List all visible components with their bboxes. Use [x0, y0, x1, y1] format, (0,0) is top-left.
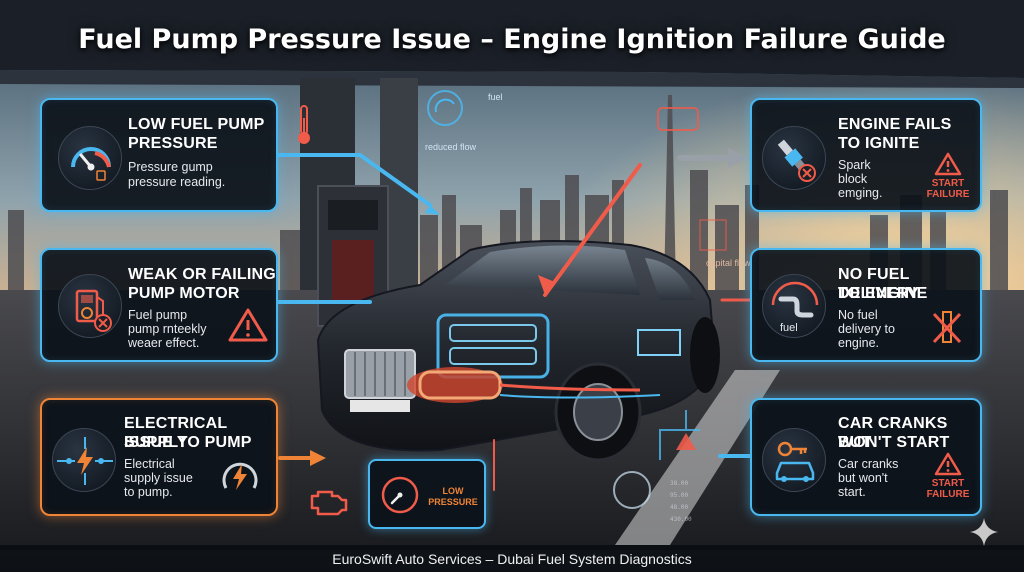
spark-plug-icon [777, 139, 816, 182]
card-desc-line-1: Fuel pump [128, 308, 188, 322]
fuel-line-icon [771, 281, 819, 318]
card-desc-line-3: to pump. [124, 485, 173, 499]
pressure-gauge-icon [381, 476, 419, 514]
card-desc-line-3: start. [838, 485, 866, 499]
start-failure-line-2: FAILURE [926, 489, 970, 500]
fuel-icon-label: fuel [780, 322, 798, 334]
fuel-gauge-tag: fuel [488, 92, 503, 102]
card-desc-line-2: pump rnteekly [128, 322, 207, 336]
lightning-icon [57, 437, 113, 485]
lightning-gauge-icon [222, 462, 258, 490]
key-car-icon-holder [762, 428, 826, 492]
warning-icon [934, 452, 962, 476]
reduced-flow-label: reduced flow [425, 142, 477, 152]
svg-text:48.00: 48.00 [670, 504, 688, 511]
warning-icon [934, 152, 962, 176]
card-title-line-2: ISSUE TO PUMP [124, 434, 252, 451]
card-title-line-2: TO ENGINE [838, 285, 928, 302]
card-desc-line-1: No fuel [838, 308, 878, 322]
check-engine-icon [310, 490, 348, 516]
card-title-line-2: PRESSURE [128, 135, 218, 152]
card-desc-line-2: pressure reading. [128, 175, 226, 189]
card-desc-line-1: Car cranks [838, 457, 899, 471]
svg-text:95.00: 95.00 [670, 492, 688, 499]
page-title: Fuel Pump Pressure Issue – Engine Igniti… [78, 24, 946, 55]
low-pressure-label: LOW PRESSURE [424, 486, 482, 508]
key-car-icon [775, 441, 815, 482]
start-failure-badge: START FAILURE [918, 452, 978, 500]
card-engine-fails-to-ignite: ENGINE FAILS TO IGNITE Spark block emgin… [750, 98, 982, 212]
car-illustration [316, 240, 720, 462]
sparkle-icon [970, 518, 998, 546]
start-failure-line-2: FAILURE [926, 189, 970, 200]
thermometer-icon [298, 105, 310, 144]
card-title-line-1: CAR CRANKS BUT [838, 415, 948, 451]
card-title-line-1: ELECTRICAL SUPPLY [124, 415, 228, 451]
card-desc-line-3: weaer effect. [128, 336, 200, 350]
injector-cross-icon [932, 311, 962, 344]
card-title-line-2: PUMP MOTOR [128, 285, 240, 302]
card-low-fuel-pump-pressure: LOW FUEL PUMP PRESSURE Pressure gump pre… [40, 98, 278, 212]
card-title-line-1: ENGINE FAILS [838, 116, 952, 133]
low-pressure-line-1: LOW [442, 486, 464, 496]
fuel-pump-icon-holder [58, 274, 122, 338]
card-title-line-1: WEAK OR FAILING [128, 266, 276, 283]
start-failure-badge: START FAILURE [918, 152, 978, 200]
lightning-icon-holder [52, 428, 116, 492]
low-pressure-badge: LOW PRESSURE [368, 459, 486, 529]
card-title-line-1: LOW FUEL PUMP [128, 116, 265, 133]
spark-plug-icon-holder [762, 126, 826, 190]
capital-flow-label: capital flow [706, 258, 751, 268]
card-desc-line-2: supply issue [124, 471, 193, 485]
card-electrical-supply-issue: ELECTRICAL SUPPLY ISSUE TO PUMP Electric… [40, 398, 278, 516]
gauge-icon [71, 147, 111, 181]
card-desc-line-1: Pressure gump [128, 160, 213, 174]
card-desc-line-2: delivery to [838, 322, 895, 336]
gauge-icon-holder [58, 126, 122, 190]
card-desc-line-2: block [838, 172, 868, 186]
warning-icon [228, 308, 268, 342]
card-desc-line-1: Electrical [124, 457, 175, 471]
fuel-pump-icon [75, 289, 112, 332]
low-pressure-line-2: PRESSURE [428, 497, 478, 507]
start-failure-line-1: START [931, 478, 965, 489]
card-title-line-2: WON'T START [838, 434, 950, 451]
card-desc-line-1: Spark [838, 158, 871, 172]
card-no-fuel-delivery: fuel NO FUEL DELIVERY TO ENGINE No fuel … [750, 248, 982, 362]
svg-text:38.00: 38.00 [670, 480, 688, 487]
card-desc-line-3: emging. [838, 186, 883, 200]
footer-text: EuroSwift Auto Services – Dubai Fuel Sys… [332, 551, 692, 567]
svg-text:430.00: 430.00 [670, 516, 692, 523]
fuel-line-icon-holder [762, 274, 826, 338]
start-failure-line-1: START [931, 178, 965, 189]
card-title-line-2: TO IGNITE [838, 135, 920, 152]
footer-bar [0, 545, 1024, 572]
card-desc-line-3: engine. [838, 336, 880, 350]
card-weak-pump-motor: WEAK OR FAILING PUMP MOTOR Fuel pump pum… [40, 248, 278, 362]
card-title-line-1: NO FUEL DELIVERY [838, 266, 920, 302]
card-desc-line-2: but won't [838, 471, 888, 485]
card-car-cranks-wont-start: CAR CRANKS BUT WON'T START Car cranks bu… [750, 398, 982, 516]
